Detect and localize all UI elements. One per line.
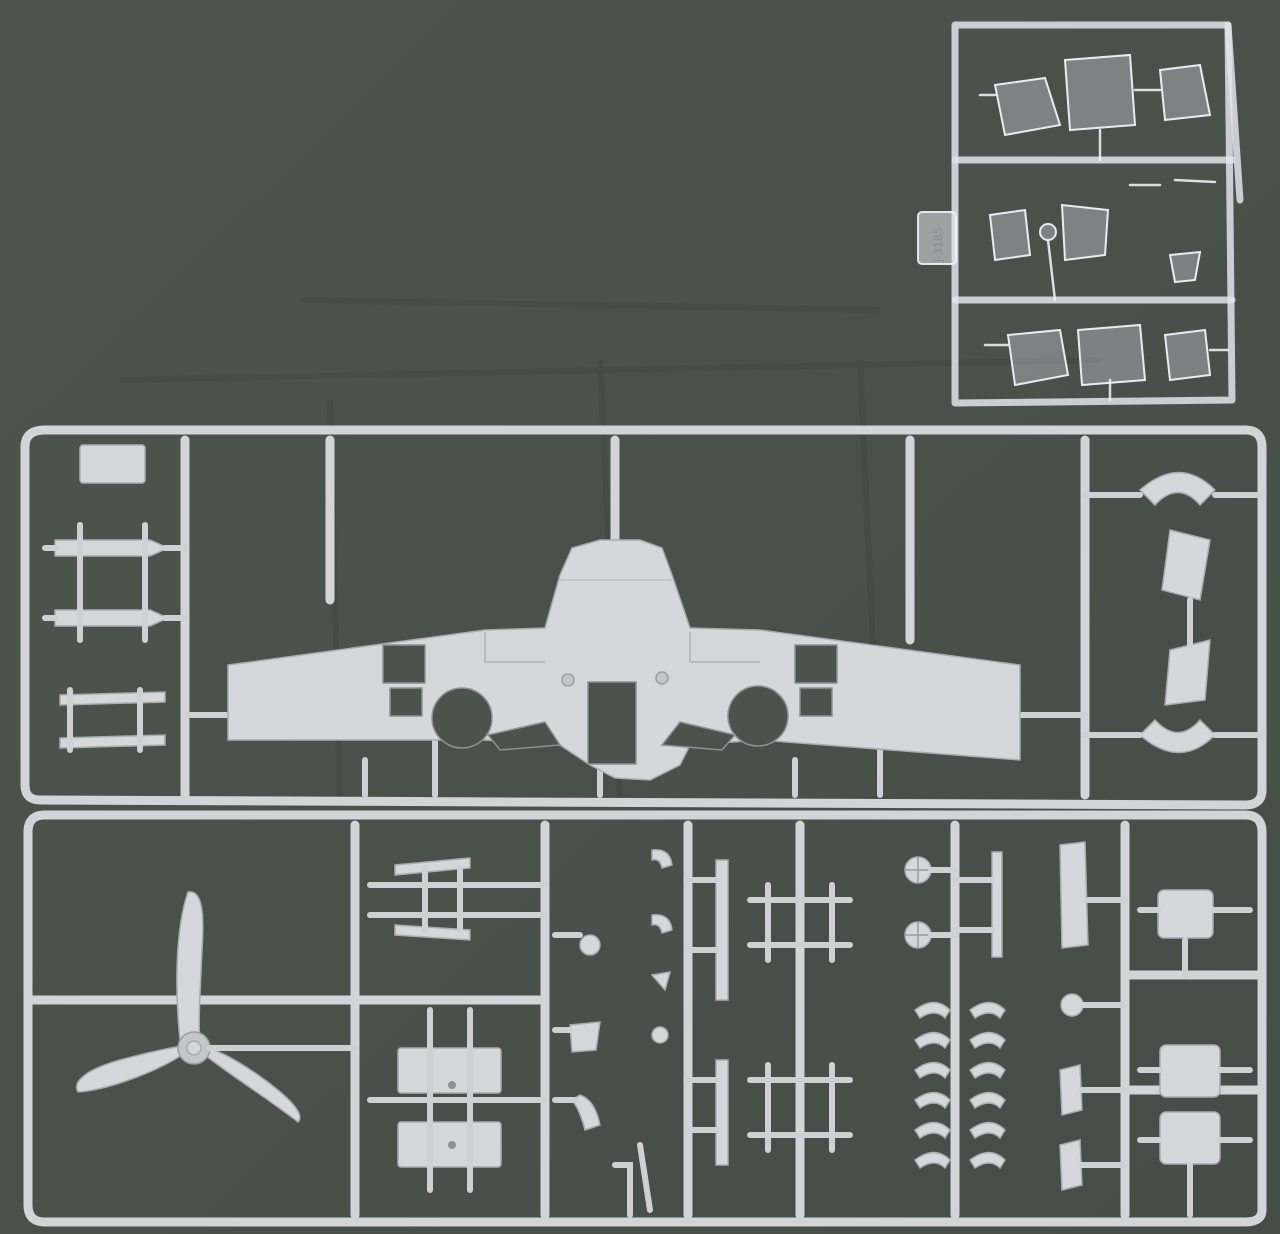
- gun-part: [715, 859, 729, 1001]
- small-part: [579, 934, 601, 956]
- lower-wing-part: [227, 539, 1021, 781]
- small-part: [569, 1021, 601, 1053]
- clear-sprue-tag: [917, 211, 957, 265]
- landing-gear-part: [54, 609, 170, 627]
- tank-part: [1159, 1044, 1221, 1098]
- wheel-well-right: [727, 685, 789, 747]
- small-part: [570, 1094, 601, 1131]
- small-part: [1059, 1139, 1083, 1191]
- tank-part: [1159, 1111, 1221, 1165]
- bar-part: [991, 851, 1003, 958]
- cowling-part: [1161, 529, 1211, 601]
- canopy-part: [1006, 328, 1070, 387]
- small-part: [651, 914, 673, 934]
- panel-part: [1059, 841, 1089, 949]
- canopy-part: [1168, 250, 1202, 284]
- landing-gear-part: [54, 539, 170, 557]
- small-part: [650, 971, 672, 992]
- wing-sprue: [20, 425, 1267, 810]
- canopy-part: [988, 208, 1032, 262]
- canopy-part: [1063, 53, 1137, 132]
- small-part: [651, 849, 673, 869]
- radiator-part: [397, 1047, 502, 1094]
- cowling-part: [1164, 639, 1211, 706]
- seat-frame-part: [394, 924, 471, 941]
- clear-sprue: J-3185: [917, 21, 1244, 407]
- propeller-part: [75, 891, 301, 1124]
- canopy-part: [993, 76, 1062, 137]
- strut-part: [59, 734, 166, 749]
- canopy-part: [1076, 323, 1147, 387]
- sprue-tag: [79, 444, 146, 484]
- clear-sprue-tag-text: J-3185: [932, 227, 945, 263]
- center-bay: [587, 681, 637, 765]
- seat-frame-part: [394, 857, 471, 876]
- exhaust-stacks: [913, 1001, 1006, 1170]
- tank-part: [1157, 889, 1214, 939]
- small-part: [1060, 993, 1084, 1017]
- canopy-part: [1060, 203, 1110, 262]
- canopy-part: [1163, 328, 1212, 382]
- small-part: [1059, 1064, 1083, 1116]
- detail-sprue: [23, 810, 1267, 1227]
- strut-part: [59, 691, 166, 706]
- canopy-part: [1158, 63, 1212, 122]
- gun-part: [715, 1059, 729, 1166]
- cowling-part: [1138, 471, 1217, 507]
- wheel-well-left: [431, 687, 493, 749]
